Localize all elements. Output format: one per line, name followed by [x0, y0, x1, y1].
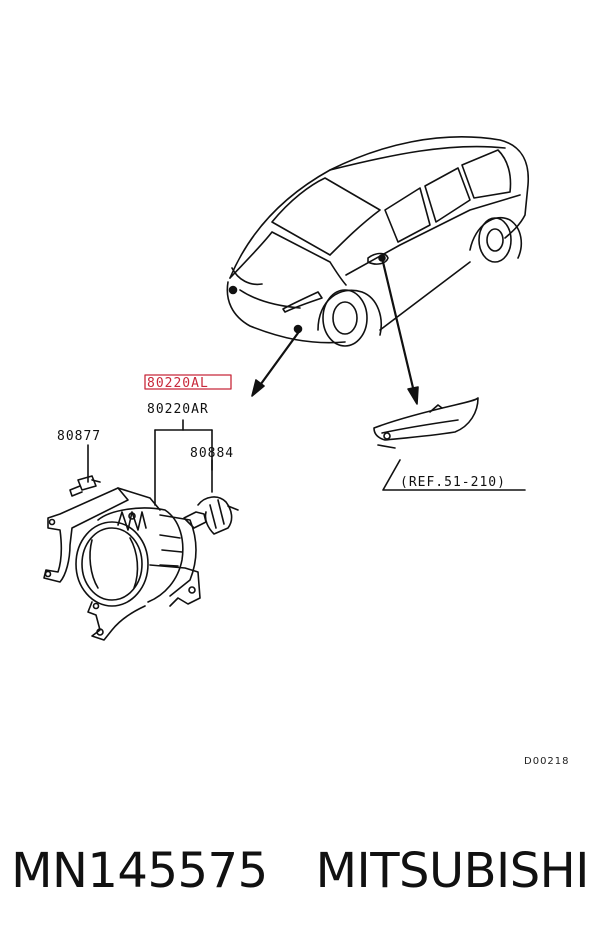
part-label-80220ar: 80220AR — [147, 402, 209, 417]
part-label-80220al: 80220AL — [147, 376, 209, 391]
fog-lamp-arrow — [256, 331, 300, 390]
vehicle-illustration — [226, 136, 529, 347]
fog-lamp-assembly — [43, 487, 201, 641]
footer-caption: MN145575 MITSUBISHI — [0, 836, 600, 906]
highlight-box — [144, 374, 232, 390]
bulb-part — [183, 496, 239, 535]
reference-label: (REF.51-210) — [400, 475, 506, 490]
bolt-part — [69, 475, 101, 497]
brand-name: MITSUBISHI — [315, 843, 590, 899]
part-label-80884: 80884 — [190, 446, 234, 461]
part-number: MN145575 — [11, 843, 268, 899]
mirror-garnish-part — [373, 397, 526, 491]
mirror-arrow — [381, 260, 416, 394]
part-label-80877: 80877 — [57, 429, 101, 444]
diagram-code: D00218 — [524, 756, 570, 767]
leader-arrows — [251, 260, 419, 405]
callout-lines — [87, 419, 213, 506]
